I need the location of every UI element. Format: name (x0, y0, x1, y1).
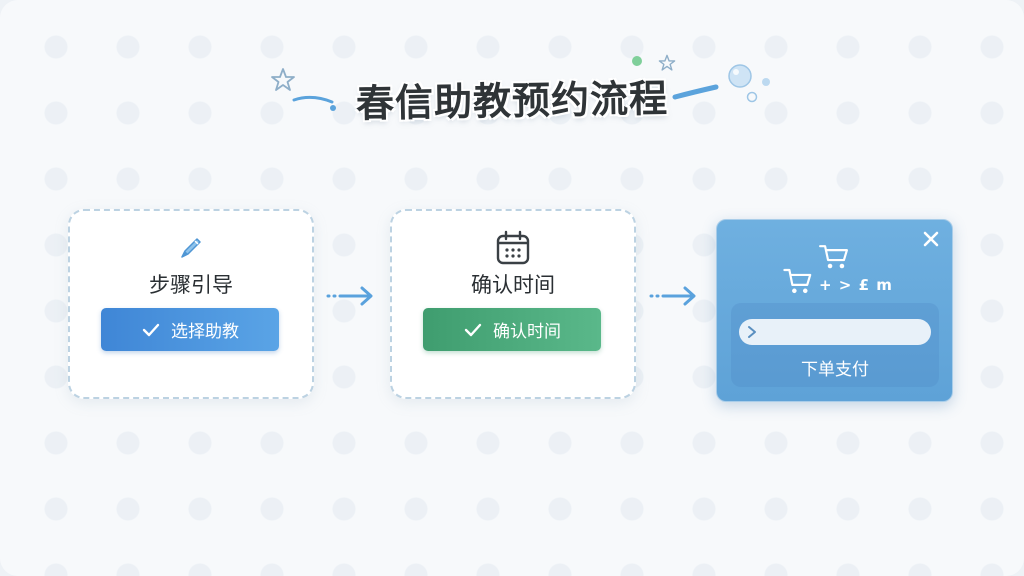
cart-icon (783, 268, 812, 294)
chevron-right-icon (748, 326, 756, 338)
arrow-right-icon (326, 286, 373, 306)
payment-form: 下单支付 (731, 303, 939, 387)
close-icon[interactable] (920, 228, 942, 250)
step-label: 步骤引导 (149, 273, 233, 297)
cart-icons-group (783, 245, 848, 294)
step-card-confirm-time: 确认时间 确认时间 (390, 209, 636, 399)
payment-input[interactable] (739, 319, 931, 345)
star-icon (271, 68, 295, 91)
arrow-right-icon (649, 286, 696, 306)
cart-icon (819, 245, 848, 269)
bubbles-decoration (728, 64, 770, 103)
select-assistant-label: 选择助教 (171, 322, 239, 342)
swoosh-decoration (672, 84, 719, 100)
check-icon (464, 323, 482, 336)
check-icon (142, 323, 160, 336)
confirm-time-label: 确认时间 (493, 322, 561, 342)
payment-panel: + > £ m 下单支付 (716, 219, 953, 402)
pen-icon (70, 233, 312, 263)
place-order-button[interactable]: 下单支付 (801, 360, 869, 380)
dot-decoration (632, 56, 642, 66)
select-assistant-button[interactable]: 选择助教 (101, 308, 279, 351)
payment-symbols: + > £ m (819, 276, 893, 294)
step-card-guide: 步骤引导 选择助教 (68, 209, 314, 399)
confirm-time-button[interactable]: 确认时间 (423, 308, 601, 351)
star-icon (658, 54, 676, 71)
swoosh-decoration (292, 95, 336, 111)
calendar-icon (392, 229, 634, 267)
step-label: 确认时间 (471, 273, 555, 297)
